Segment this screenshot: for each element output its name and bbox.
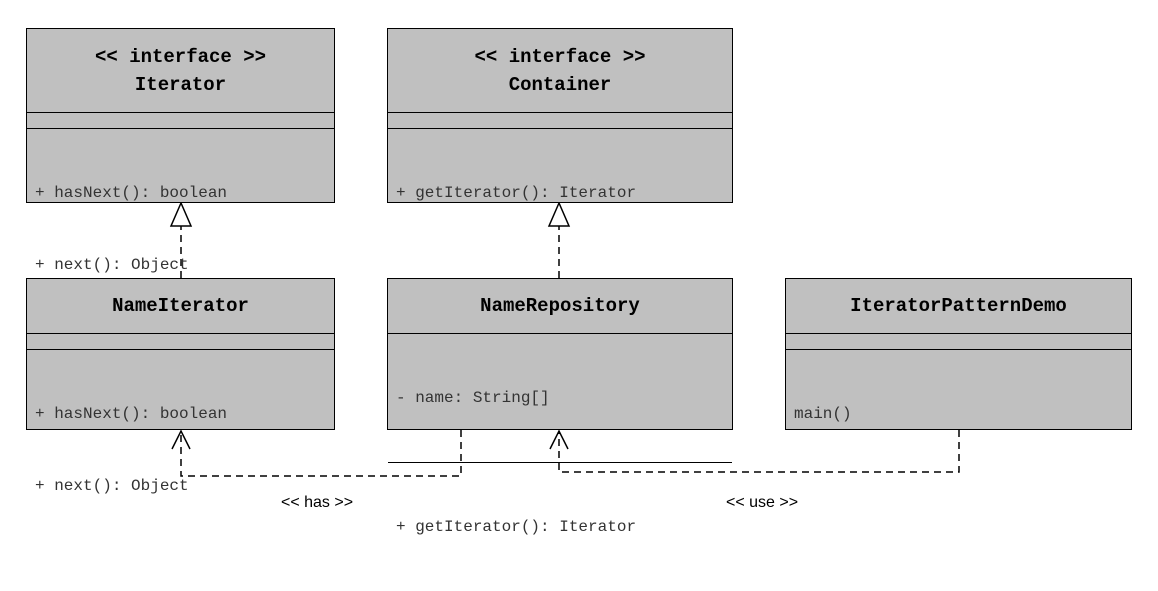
attributes-section: - name: String[]: [388, 334, 732, 463]
stereotype: << interface >>: [94, 45, 267, 68]
attributes-section: [388, 113, 732, 129]
realization-arrow-container: [547, 201, 571, 227]
class-header: IteratorPatternDemo: [786, 279, 1131, 334]
class-iterator-pattern-demo[interactable]: IteratorPatternDemo main(): [785, 278, 1132, 430]
class-iterator[interactable]: << interface >> Iterator + hasNext(): bo…: [26, 28, 335, 274]
class-name-repository[interactable]: NameRepository - name: String[] + getIte…: [387, 278, 733, 536]
use-relation-label: << use >>: [725, 494, 799, 511]
class-name: IteratorPatternDemo: [850, 295, 1067, 317]
methods-section: + getIterator(): Iterator: [388, 463, 732, 591]
class-container[interactable]: << interface >> Container + getIterator(…: [387, 28, 733, 203]
class-header: NameRepository: [388, 279, 732, 334]
has-relation-label: << has >>: [280, 494, 354, 511]
class-header: NameIterator: [27, 279, 334, 334]
class-header: << interface >> Container: [388, 29, 732, 113]
method: + hasNext(): boolean: [35, 405, 228, 423]
attributes-section: [27, 113, 334, 129]
attributes-section: [27, 334, 334, 350]
attributes-section: [786, 334, 1131, 350]
realization-arrow-iterator: [169, 201, 193, 227]
method: + next(): Object: [35, 477, 189, 495]
class-name: NameIterator: [112, 295, 249, 317]
class-name-iterator[interactable]: NameIterator + hasNext(): boolean + next…: [26, 278, 335, 495]
class-header: << interface >> Iterator: [27, 29, 334, 113]
method: + hasNext(): boolean: [35, 184, 228, 202]
attribute: - name: String[]: [396, 389, 550, 407]
class-name: NameRepository: [480, 295, 640, 317]
use-dependency-line: [558, 430, 960, 473]
method: + getIterator(): Iterator: [396, 518, 637, 536]
uml-connectors: [169, 201, 960, 477]
methods-section: + hasNext(): boolean + next(): Object: [27, 350, 334, 550]
methods-section: + hasNext(): boolean + next(): Object: [27, 129, 334, 329]
class-name: Container: [508, 73, 612, 96]
method: + next(): Object: [35, 256, 189, 274]
use-dependency-arrowhead: [549, 429, 569, 450]
methods-section: + getIterator(): Iterator: [388, 129, 732, 257]
has-dependency-arrowhead: [171, 429, 191, 450]
method: main(): [794, 405, 852, 423]
methods-section: main(): [786, 350, 1131, 478]
method: + getIterator(): Iterator: [396, 184, 637, 202]
stereotype: << interface >>: [474, 45, 646, 68]
class-name: Iterator: [134, 73, 227, 96]
has-dependency-line: [180, 430, 462, 477]
